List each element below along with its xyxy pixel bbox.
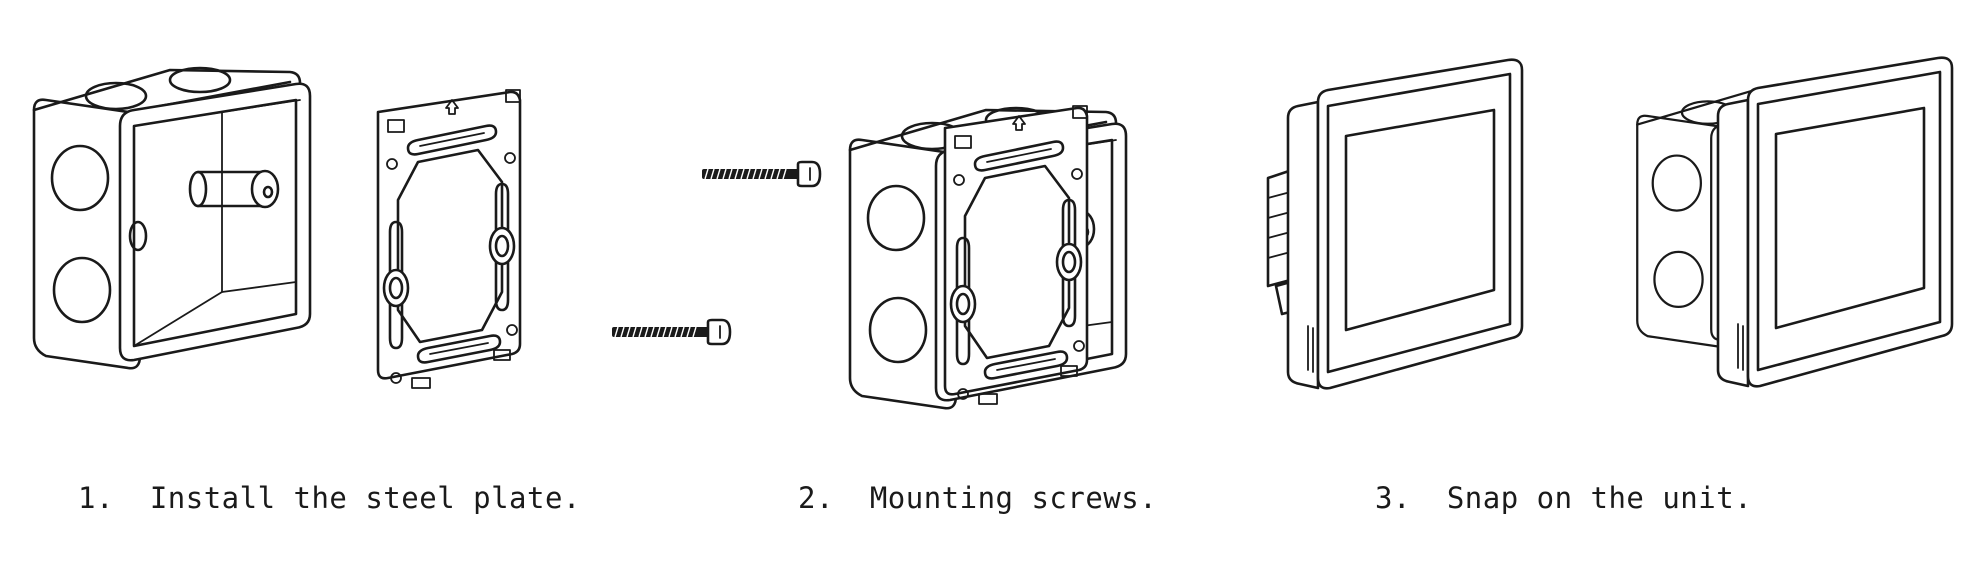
steel-plate-step1 bbox=[376, 88, 522, 390]
screw-upper bbox=[700, 160, 822, 188]
junction-box-step1 bbox=[32, 66, 312, 370]
screw-lower bbox=[610, 318, 732, 346]
thermostat-unit-mounted bbox=[1716, 56, 1954, 388]
step-3-caption: 3. Snap on the unit. bbox=[1375, 481, 1753, 515]
step-1-caption: 1. Install the steel plate. bbox=[78, 481, 581, 515]
step-2-caption: 2. Mounting screws. bbox=[798, 481, 1158, 515]
thermostat-unit bbox=[1266, 58, 1524, 390]
steel-plate-step2 bbox=[943, 104, 1089, 406]
